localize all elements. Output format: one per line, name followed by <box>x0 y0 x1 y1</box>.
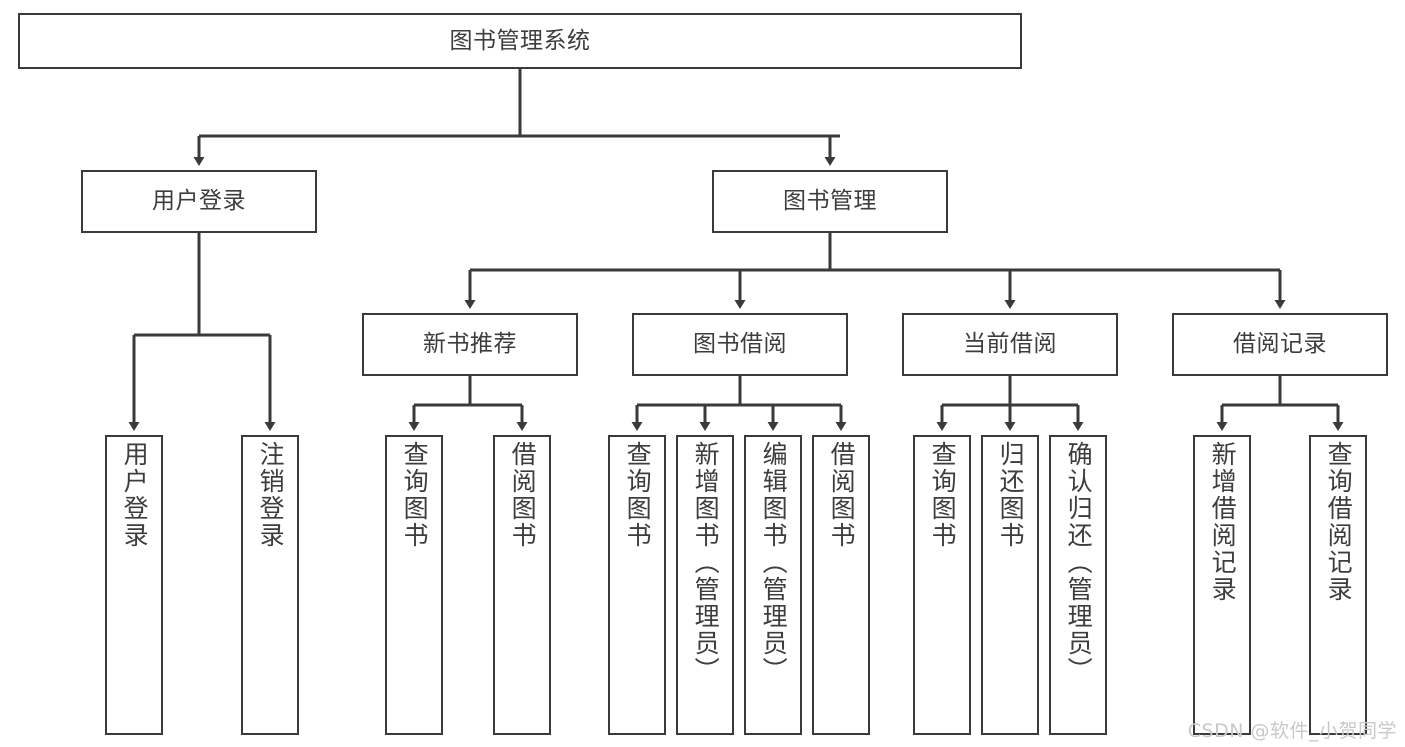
node-leaf-borrow-book-recommend[interactable]: 借阅图书 <box>493 435 551 735</box>
node-label: 用户登录 <box>120 441 150 549</box>
node-root-system[interactable]: 图书管理系统 <box>18 13 1022 69</box>
node-leaf-query-book[interactable]: 查询图书 <box>608 435 666 735</box>
node-new-book-recommend[interactable]: 新书推荐 <box>362 313 578 376</box>
node-label: 确认归还（管理员） <box>1064 441 1094 684</box>
node-leaf-query-book-recommend[interactable]: 查询图书 <box>385 435 443 735</box>
node-leaf-query-borrow-record[interactable]: 查询借阅记录 <box>1309 435 1367 735</box>
node-borrow-record[interactable]: 借阅记录 <box>1172 313 1388 376</box>
node-label: 注销登录 <box>256 441 286 549</box>
node-label: 归还图书 <box>996 441 1026 549</box>
node-label: 新书推荐 <box>423 331 517 358</box>
node-label: 图书管理 <box>783 188 877 215</box>
node-label: 当前借阅 <box>963 331 1057 358</box>
node-label: 查询图书 <box>400 441 430 549</box>
node-user-login[interactable]: 用户登录 <box>81 170 317 233</box>
node-leaf-user-login[interactable]: 用户登录 <box>105 435 163 735</box>
node-label: 查询图书 <box>623 441 653 549</box>
node-leaf-query-book-current[interactable]: 查询图书 <box>913 435 971 735</box>
node-leaf-edit-book-admin[interactable]: 编辑图书（管理员） <box>744 435 802 735</box>
node-label: 查询借阅记录 <box>1324 441 1354 603</box>
node-label: 查询图书 <box>928 441 958 549</box>
node-leaf-return-book[interactable]: 归还图书 <box>981 435 1039 735</box>
node-label: 编辑图书（管理员） <box>759 441 789 684</box>
node-current-borrow[interactable]: 当前借阅 <box>902 313 1118 376</box>
node-label: 图书借阅 <box>693 331 787 358</box>
node-leaf-add-book-admin[interactable]: 新增图书（管理员） <box>676 435 734 735</box>
node-label: 新增图书（管理员） <box>691 441 721 684</box>
watermark: CSDN @软件_小贺同学 <box>1187 720 1397 742</box>
node-label: 图书管理系统 <box>449 27 591 54</box>
node-leaf-add-borrow-record[interactable]: 新增借阅记录 <box>1193 435 1251 735</box>
node-leaf-logout[interactable]: 注销登录 <box>241 435 299 735</box>
node-leaf-borrow-book[interactable]: 借阅图书 <box>812 435 870 735</box>
node-label: 借阅记录 <box>1233 331 1327 358</box>
node-label: 借阅图书 <box>508 441 538 549</box>
node-leaf-confirm-return-admin[interactable]: 确认归还（管理员） <box>1049 435 1107 735</box>
node-book-borrow[interactable]: 图书借阅 <box>632 313 848 376</box>
node-label: 借阅图书 <box>827 441 857 549</box>
node-book-management[interactable]: 图书管理 <box>712 170 948 233</box>
node-label: 新增借阅记录 <box>1208 441 1238 603</box>
node-label: 用户登录 <box>152 188 246 215</box>
